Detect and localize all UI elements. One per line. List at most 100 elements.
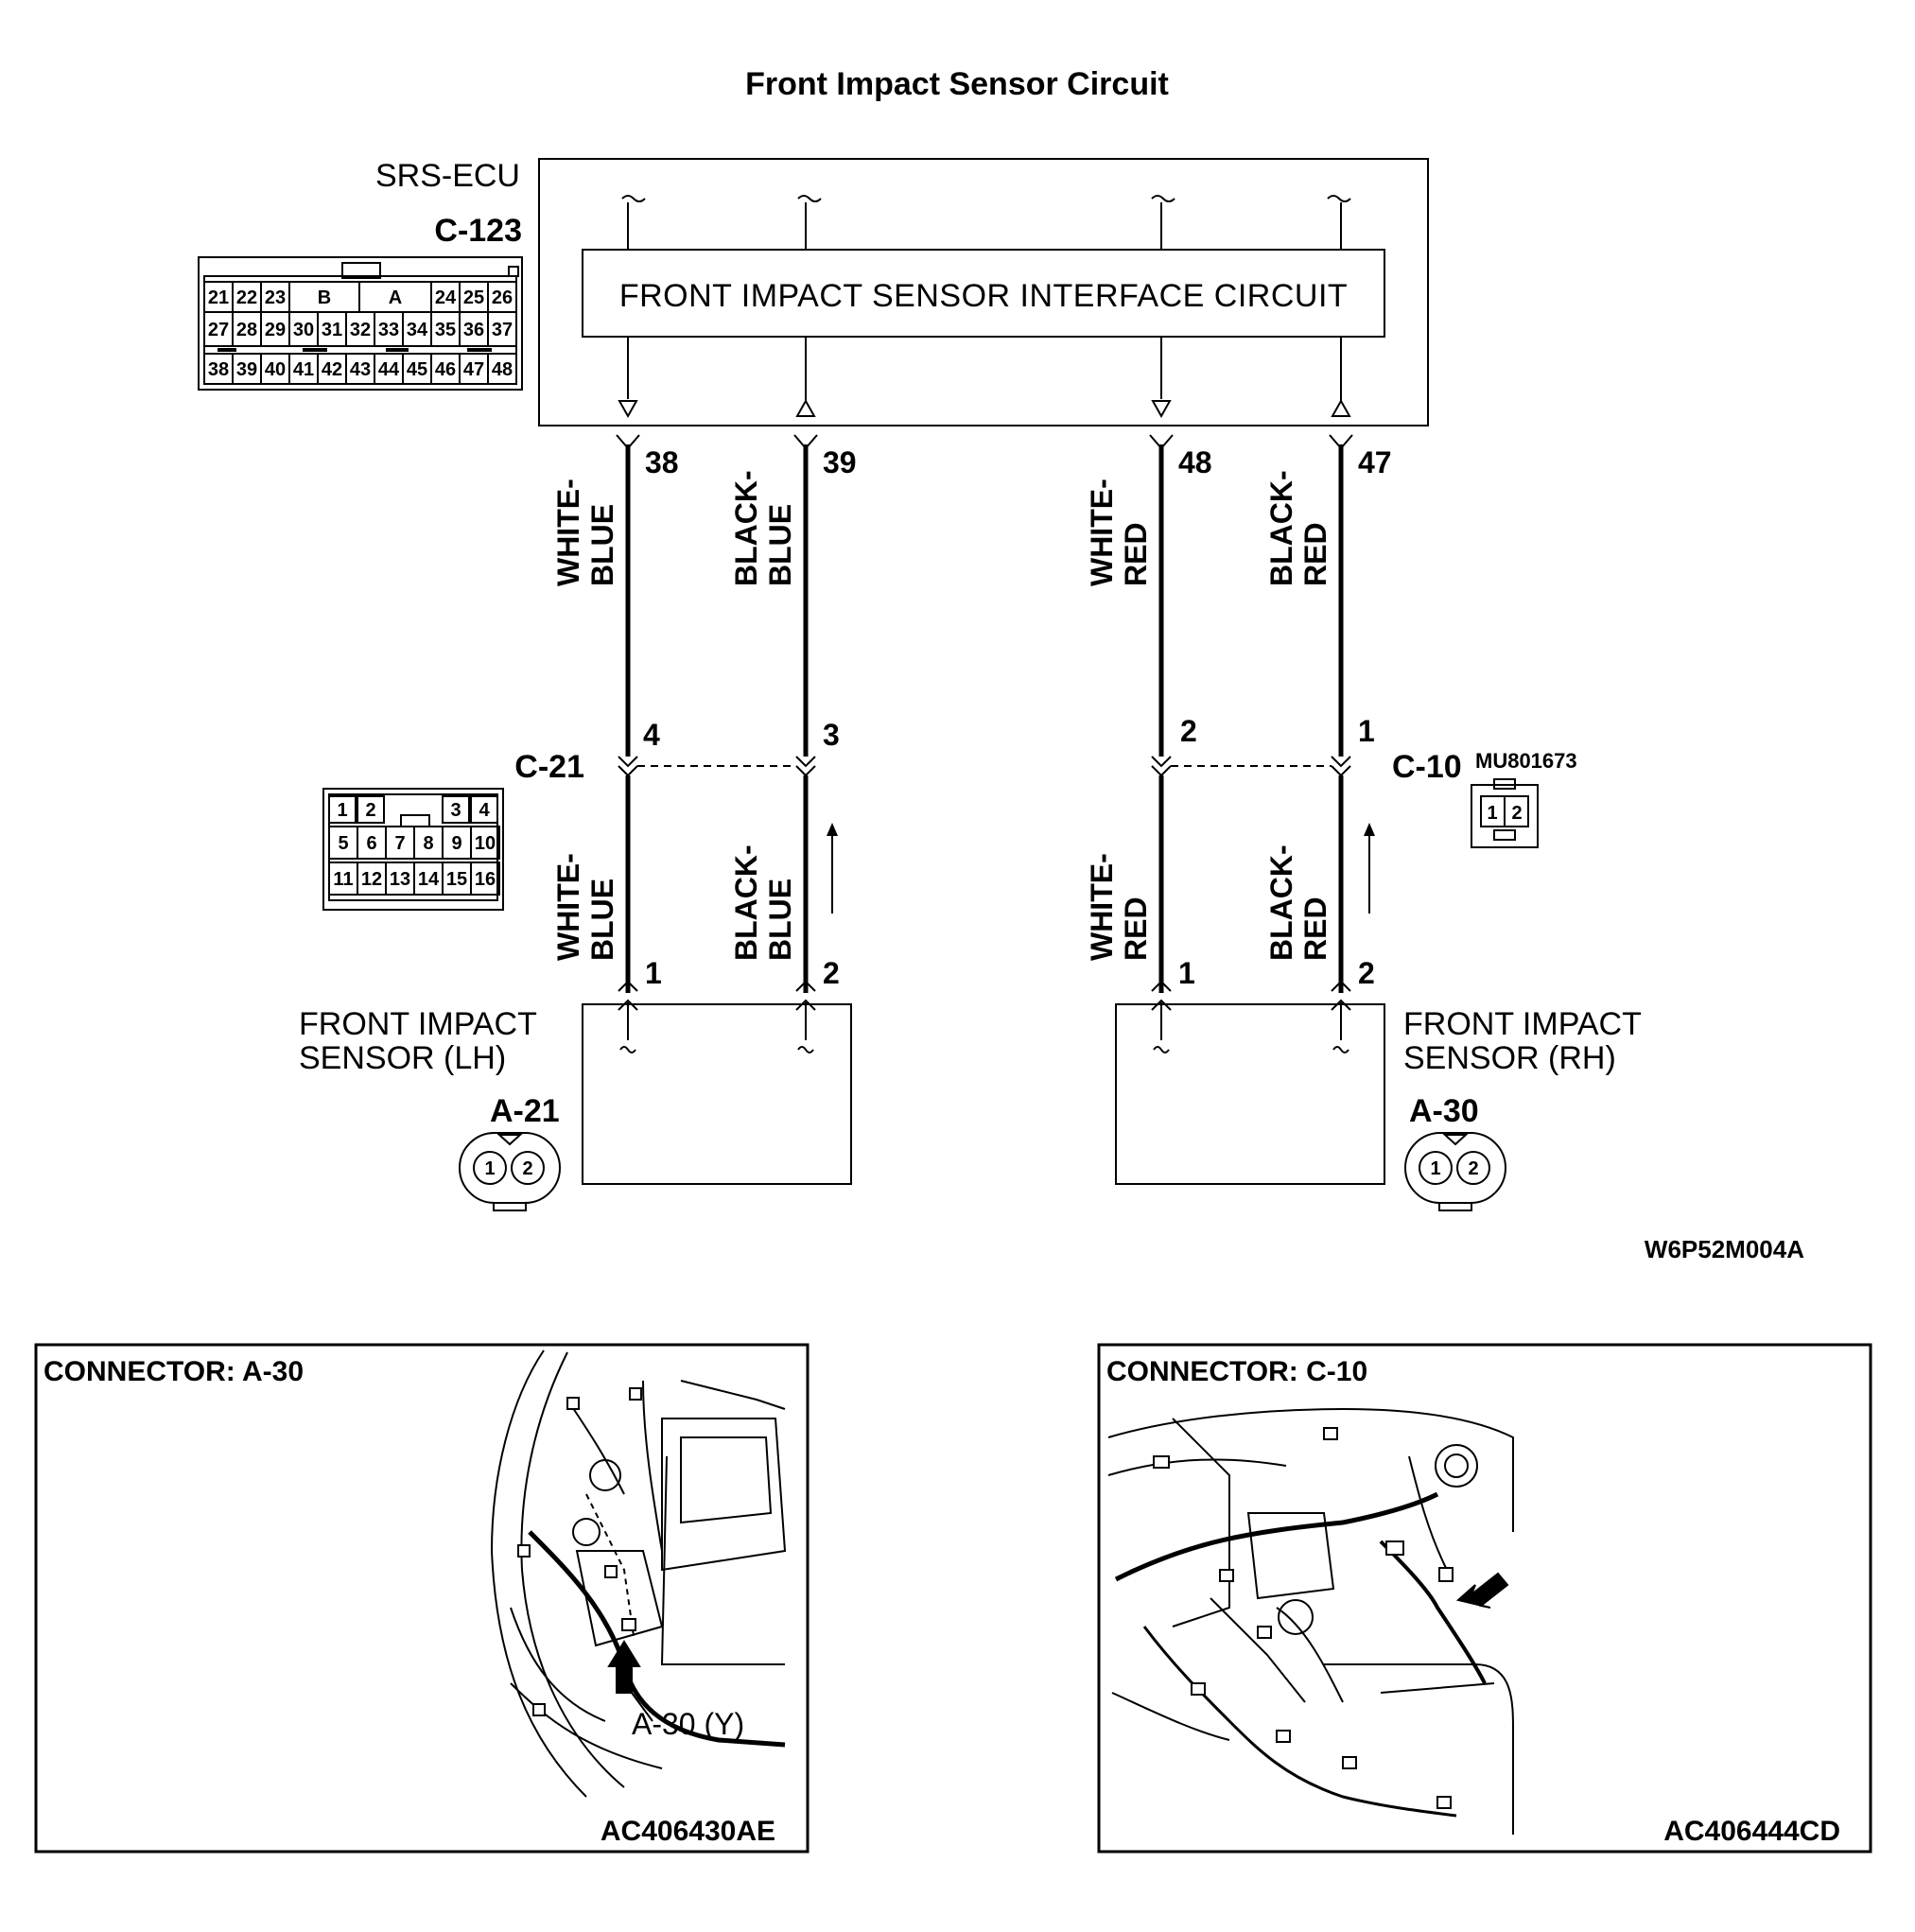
c123-pin-28-label: 28	[236, 320, 257, 340]
wire-3-lower-color-bottom: RED	[1119, 896, 1153, 961]
c123-pin-26-label: 26	[492, 287, 513, 308]
wire-2-color-top: BLACK-	[729, 470, 763, 586]
c123-pin-36-label: 36	[463, 320, 484, 340]
c21-pin-3-cell	[442, 795, 470, 824]
c21-pin-6-label: 6	[366, 833, 376, 854]
c10-location-arrow	[1455, 1572, 1509, 1609]
c123-pin-38-label: 38	[208, 359, 229, 380]
c21-pin-2-label: 2	[365, 800, 375, 821]
c21-pin-4-cell	[470, 795, 498, 824]
ecu-internal-lines	[618, 195, 1351, 419]
sensor-rh-box	[1115, 1003, 1385, 1185]
wire-1-lower-color-bottom: BLUE	[585, 879, 619, 961]
wire-1-c21-pin: 4	[643, 718, 660, 752]
wire-2-ecu-pin: 39	[823, 445, 857, 479]
c21-pin-14-label: 14	[418, 869, 440, 890]
c123-pin-B-label: B	[318, 287, 331, 308]
c21-pin-1-cell	[328, 795, 357, 824]
c123-pin-30-label: 30	[293, 320, 314, 340]
wire-3-c10-pin: 2	[1180, 714, 1197, 748]
c123-pin-44-label: 44	[378, 359, 400, 380]
wire-1-sensor-pin: 1	[645, 956, 662, 990]
c123-pin-37-label: 37	[492, 320, 513, 340]
wire-3-color-bottom: RED	[1119, 522, 1153, 586]
c123-pin-47-label: 47	[463, 359, 484, 380]
c21-pin-10-cell	[470, 826, 500, 860]
c123-pin-40-label: 40	[265, 359, 286, 380]
c10-part-number: MU801673	[1475, 749, 1577, 773]
wire-2-lower-color-bottom: BLUE	[763, 879, 797, 961]
panel-a30-code: AC406430AE	[601, 1816, 775, 1847]
c123-pin-21-label: 21	[208, 287, 229, 308]
c21-key-notch	[400, 814, 430, 827]
panel-c10-title: CONNECTOR: C-10	[1106, 1356, 1367, 1387]
ecu-connector-label: C-123	[434, 213, 522, 249]
c123-pin-41-label: 41	[293, 359, 314, 380]
c21-pin-16-label: 16	[475, 869, 496, 890]
diagram-code: W6P52M004A	[1645, 1235, 1804, 1263]
c123-pin-23-label: 23	[265, 287, 286, 308]
c123-pin-A-label: A	[389, 287, 402, 308]
c123-pin-37-cell	[487, 311, 517, 347]
c21-pin-9-label: 9	[451, 833, 461, 854]
connector-panel-a30: CONNECTOR: A-30 AC406430AE	[34, 1343, 810, 1854]
c123-pin-43-label: 43	[350, 359, 371, 380]
c21-pin-7-label: 7	[394, 833, 405, 854]
wire-1-lower-color-top: WHITE-	[551, 853, 585, 961]
wire-2-c21-pin: 3	[823, 718, 840, 752]
c123-pin-35-label: 35	[435, 320, 456, 340]
interface-circuit-box	[582, 249, 1385, 338]
dashboard-illustration	[1107, 1407, 1514, 1835]
page-title: Front Impact Sensor Circuit	[745, 66, 1169, 102]
sensor-rh-connector-label: A-30	[1409, 1093, 1479, 1129]
sensor-rh-connector-face: 1 2	[1404, 1132, 1506, 1211]
wire-2-color-bottom: BLUE	[763, 504, 797, 586]
ecu-box	[538, 158, 1429, 426]
wire-4-ecu-pin: 47	[1358, 445, 1392, 479]
wire-runs	[625, 444, 1344, 993]
c21-pin-12-label: 12	[361, 869, 382, 890]
current-arrows	[827, 823, 1375, 914]
c21-label: C-21	[514, 749, 584, 785]
c123-pin-25-label: 25	[463, 287, 484, 308]
c123-pin-39-label: 39	[236, 359, 257, 380]
c21-pin-11-label: 11	[333, 869, 353, 890]
sensor-lh-pin-2: 2	[522, 1158, 532, 1179]
wire-1-color-bottom: BLUE	[585, 504, 619, 586]
panel-c10-code: AC406444CD	[1663, 1816, 1840, 1847]
sensor-rh-label-line1: FRONT IMPACT	[1403, 1006, 1642, 1042]
interface-circuit-label: FRONT IMPACT SENSOR INTERFACE CIRCUIT	[619, 278, 1348, 314]
wire-1-color-top: WHITE-	[551, 479, 585, 586]
c21-pin-2-cell	[357, 795, 385, 824]
sensor-rh-pin-1: 1	[1430, 1158, 1440, 1179]
c10-connector-face: 1 2	[1471, 778, 1539, 848]
wire-3-lower-color-top: WHITE-	[1085, 853, 1119, 961]
connector-panel-c10: CONNECTOR: C-10 AC406444CD	[1097, 1343, 1872, 1854]
wire-4-c10-pin: 1	[1358, 714, 1375, 748]
c21-pin-3-label: 3	[450, 800, 461, 821]
c21-pin-16-cell	[470, 862, 500, 896]
panel-a30-title: CONNECTOR: A-30	[44, 1356, 304, 1387]
c123-pin-45-label: 45	[407, 359, 427, 380]
c21-pin-5-label: 5	[338, 833, 348, 854]
c123-pin-33-label: 33	[378, 320, 399, 340]
wire-4-lower-color-top: BLACK-	[1264, 844, 1298, 961]
a30-callout: A-30 (Y)	[632, 1707, 744, 1741]
a30-location-arrow	[607, 1640, 641, 1694]
c123-pin-27-label: 27	[208, 320, 229, 340]
c21-pin-4-label: 4	[479, 800, 490, 821]
c21-pin-10-label: 10	[475, 833, 496, 854]
sensor-terminals	[618, 980, 1351, 1053]
wire-4-sensor-pin: 2	[1358, 956, 1375, 990]
wire-4-lower-color-bottom: RED	[1298, 896, 1332, 961]
c21-pin-15-label: 15	[446, 869, 467, 890]
c123-pin-22-label: 22	[236, 287, 257, 308]
c10-label: C-10	[1392, 749, 1462, 785]
sensor-lh-box	[582, 1003, 852, 1185]
c123-pin-48-label: 48	[492, 359, 513, 380]
c123-pin-24-label: 24	[435, 287, 457, 308]
wire-4-color-bottom: RED	[1298, 522, 1332, 586]
wire-2-lower-color-top: BLACK-	[729, 844, 763, 961]
